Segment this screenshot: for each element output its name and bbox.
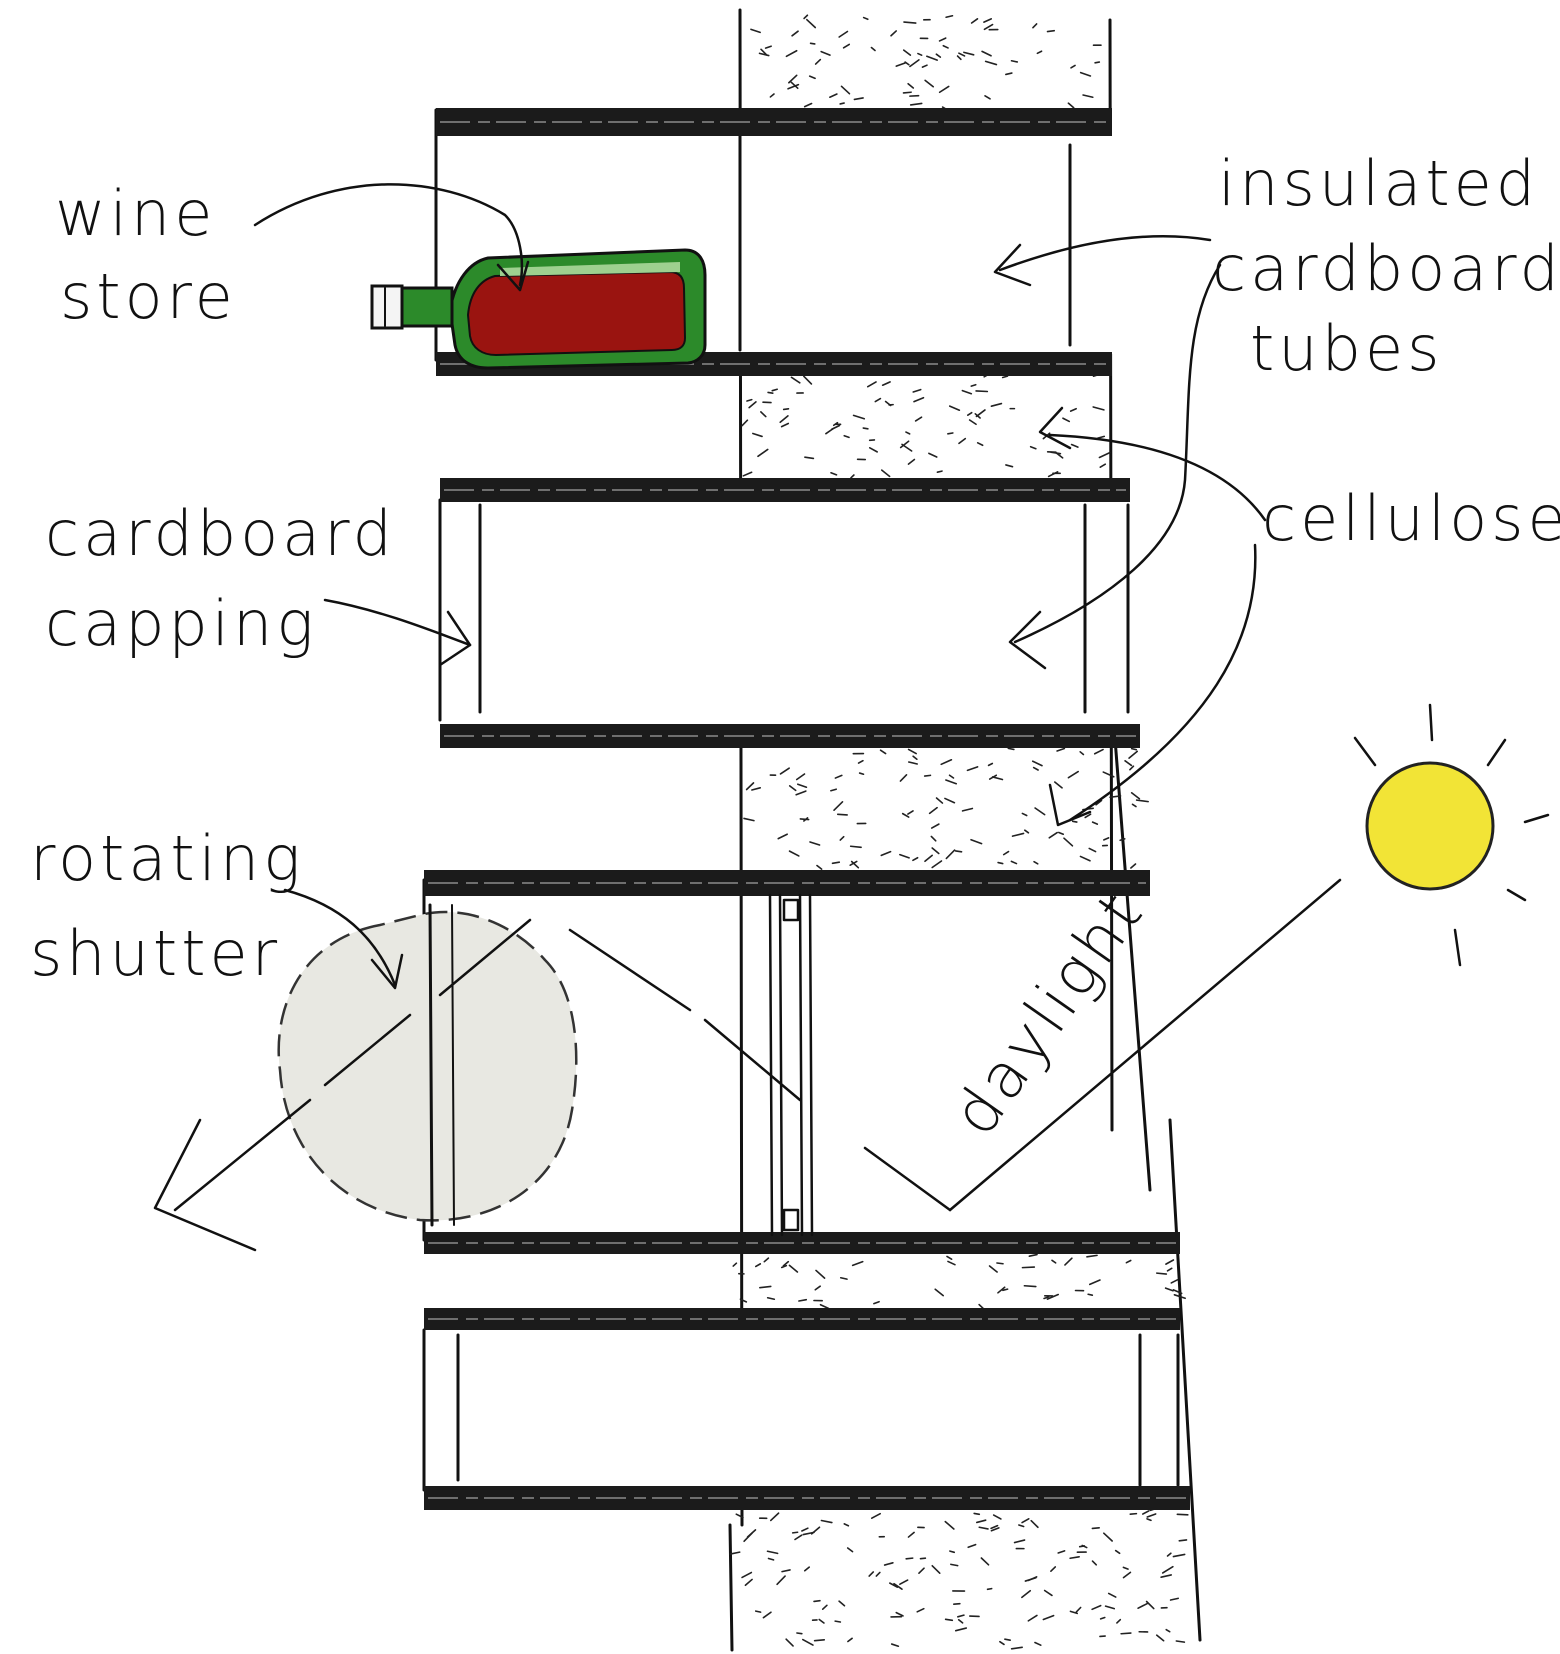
label-insulated-tubes-line-2: cardboard: [1212, 232, 1560, 305]
label-insulated-tubes-line-3: tubes: [1250, 312, 1443, 385]
label-insulated-tubes: insulated cardboard tubes: [1212, 147, 1560, 385]
wine-bottle-icon: [370, 248, 707, 370]
label-cardboard-capping: cardboard capping: [45, 497, 396, 660]
label-rotating-shutter-line-2: shutter: [30, 917, 281, 990]
label-rotating-shutter-line-1: rotating: [30, 822, 304, 895]
label-wine-store-line-1: wine: [55, 177, 216, 250]
label-insulated-tubes-line-1: insulated: [1218, 147, 1539, 220]
label-wine-store: wine store: [55, 177, 237, 333]
label-rotating-shutter: rotating shutter: [30, 822, 304, 990]
label-cellulose: cellulose: [1262, 482, 1560, 555]
rotating-shutter: [153, 903, 578, 1252]
leader-arrows: [253, 183, 1267, 990]
cellulose-fill: [729, 14, 1189, 1650]
label-wine-store-line-2: store: [60, 260, 237, 333]
label-daylight-text: daylight: [937, 876, 1158, 1148]
tube-4: [422, 1328, 1180, 1492]
sun-icon: [1353, 703, 1550, 967]
label-cardboard-capping-line-1: cardboard: [45, 497, 396, 570]
tube-2: [438, 488, 1130, 728]
label-daylight: daylight: [937, 876, 1158, 1148]
daylight-rays: [568, 878, 1342, 1212]
label-cellulose-text: cellulose: [1262, 482, 1560, 555]
cardboard-bands: [424, 108, 1190, 1510]
label-cardboard-capping-line-2: capping: [45, 587, 318, 660]
window-glazing: [768, 893, 814, 1237]
cardboard-band: [436, 108, 1112, 136]
